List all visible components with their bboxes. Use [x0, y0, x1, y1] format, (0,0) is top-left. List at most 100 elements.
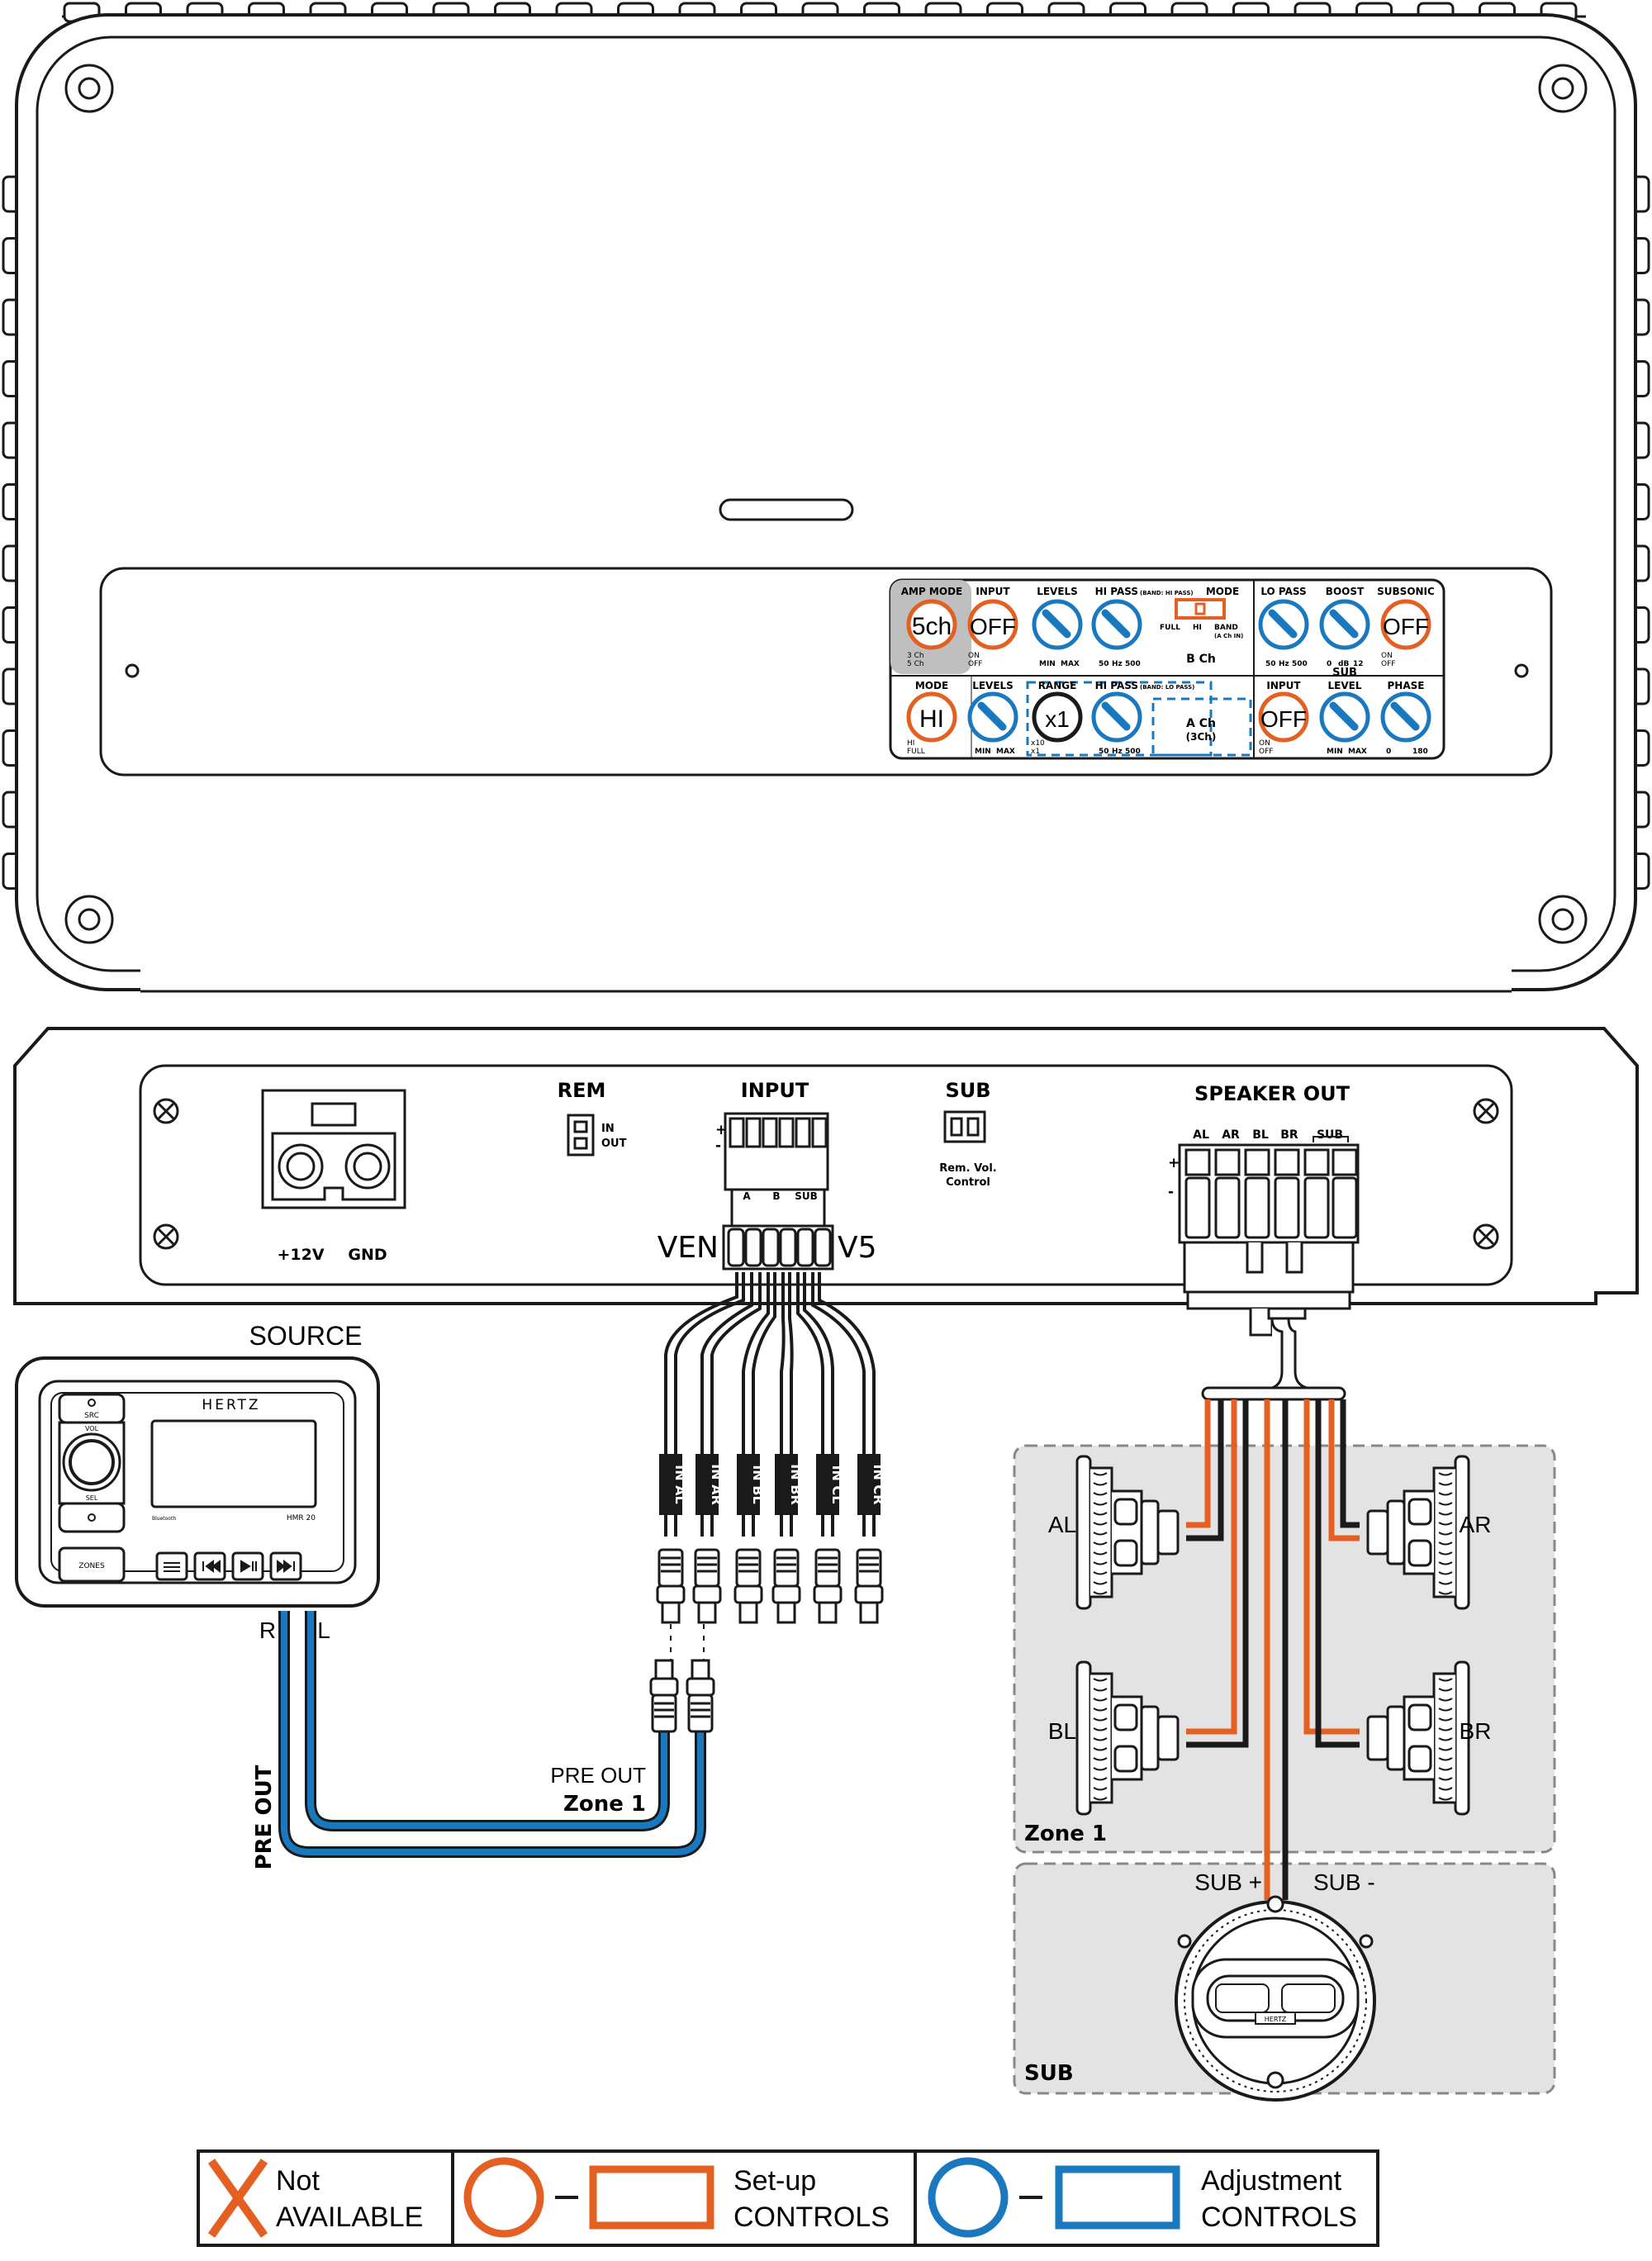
setup-circle-icon: [463, 2157, 544, 2238]
range-label: RANGE: [1038, 680, 1077, 691]
mode-opt-band: BAND: [1214, 624, 1238, 632]
zone1-speaker-br: BR: [1460, 1718, 1492, 1744]
subwoofer: HERTZ: [1175, 1895, 1376, 2102]
hi-pass2-note: (BAND: LO PASS): [1140, 684, 1194, 691]
rca-plug: [854, 1548, 884, 1624]
range-value: x1: [1045, 706, 1070, 732]
levels2-knob[interactable]: [967, 691, 1018, 743]
rca-plug: [813, 1548, 843, 1624]
levels2-max: MAX: [996, 748, 1015, 756]
sub-input-opt-off: OFF: [1259, 748, 1273, 756]
legend-available: AVAILABLE: [276, 2202, 423, 2233]
zone1-title: Zone 1: [1024, 1822, 1107, 1846]
hi-pass-scale-max: 500: [1125, 660, 1141, 668]
input-title: INPUT: [741, 1079, 809, 1102]
phase-label: PHASE: [1388, 680, 1425, 691]
rem-connector[interactable]: [567, 1114, 595, 1157]
amp-mode-knob[interactable]: 5ch: [906, 599, 957, 650]
setup-rect-icon: [589, 2165, 714, 2230]
legend-adjust-controls: CONTROLS: [1201, 2202, 1357, 2233]
sub-rem-connector[interactable]: [943, 1110, 986, 1143]
input-opt-off: OFF: [968, 660, 982, 668]
hi-pass-scale-unit: Hz: [1112, 660, 1123, 668]
level-knob[interactable]: [1319, 691, 1370, 743]
sub-caption-1: Rem. Vol.: [939, 1162, 997, 1175]
harness-label: IN CL: [829, 1465, 845, 1504]
sel-label: SEL: [86, 1494, 98, 1502]
subsonic-value: OFF: [1383, 614, 1429, 639]
pre-out-zone-line1: PRE OUT: [550, 1763, 646, 1788]
hi-pass-note: (BAND: HI PASS): [1140, 590, 1194, 596]
adjust-rect-icon: [1055, 2165, 1180, 2230]
bluetooth-label: Bluetooth: [152, 1516, 176, 1522]
mode-opt-hi: HI: [1193, 624, 1202, 632]
sub-section-label: SUB: [1332, 667, 1357, 679]
next-icon: [277, 1560, 295, 1573]
prev-button[interactable]: [193, 1551, 226, 1581]
lo-pass-scale-min: 50: [1265, 660, 1276, 668]
side-screws: [153, 1098, 1499, 1250]
harness-tag: [659, 1454, 682, 1515]
menu-button[interactable]: [155, 1551, 188, 1581]
play-pause-button[interactable]: [231, 1551, 264, 1581]
speaker: [1075, 1660, 1180, 1816]
next-button[interactable]: [269, 1551, 302, 1581]
harness-tag: [857, 1454, 881, 1515]
sub-input-value: OFF: [1260, 706, 1307, 732]
power-terminal[interactable]: [261, 1089, 406, 1209]
hi-pass-scale-min: 50: [1099, 660, 1109, 668]
speaker-out-connector[interactable]: [1178, 1143, 1360, 1310]
levels-min: MIN: [1039, 660, 1056, 668]
lo-pass-knob[interactable]: [1258, 599, 1309, 650]
source-title: SOURCE: [249, 1321, 363, 1351]
range-knob[interactable]: x1: [1032, 691, 1083, 743]
src-button[interactable]: SRC: [58, 1393, 126, 1424]
screw-holes: [64, 64, 1588, 944]
range-opt-x10: x10: [1031, 739, 1045, 748]
harness-label: IN CR: [871, 1465, 886, 1505]
harness-tag: [775, 1454, 798, 1515]
mode2-knob[interactable]: HI: [906, 691, 957, 743]
source-r-label: R: [259, 1617, 276, 1643]
amp-mode-value: 5ch: [912, 613, 952, 640]
rca-plug: [733, 1548, 763, 1624]
mode-switch[interactable]: [1175, 598, 1226, 620]
adjust-circle-icon: [928, 2157, 1009, 2238]
hi-pass2-knob[interactable]: [1091, 691, 1142, 743]
levels2-label: LEVELS: [972, 680, 1014, 691]
subsonic-opt-on: ON: [1381, 652, 1393, 660]
power-plus-label: +12V: [277, 1246, 324, 1264]
control-panel: AMP MODE INPUT LEVELS HI PASS (BAND: HI …: [889, 578, 1446, 760]
vol-label: VOL: [85, 1425, 99, 1432]
boost-knob[interactable]: [1319, 599, 1370, 650]
legend: Not AVAILABLE Set-up CONTROLS Adjustment…: [197, 2149, 1379, 2247]
phase-knob[interactable]: [1380, 691, 1431, 743]
input-knob[interactable]: OFF: [967, 599, 1018, 650]
spk-ch-br: BR: [1280, 1128, 1298, 1142]
boost-label: BOOST: [1326, 586, 1365, 597]
pre-out-rca-plugs: [649, 1659, 715, 1733]
speaker-wires: [1186, 1399, 1360, 1900]
range-opt-x1: x1: [1031, 748, 1040, 756]
hi-pass-label: HI PASS: [1095, 586, 1138, 597]
spk-ch-bl: BL: [1252, 1128, 1269, 1142]
levels-knob[interactable]: [1032, 599, 1083, 650]
zones-label: ZONES: [78, 1562, 105, 1570]
zones-button[interactable]: ZONES: [58, 1546, 126, 1583]
subsonic-knob[interactable]: OFF: [1380, 599, 1431, 650]
mode2-label: MODE: [915, 680, 948, 691]
mode2-opt-full: FULL: [907, 748, 925, 756]
volume-knob[interactable]: VOL SEL: [58, 1421, 126, 1505]
hi-pass-knob[interactable]: [1091, 599, 1142, 650]
speaker-harness: [1201, 1307, 1346, 1401]
rem-title: REM: [558, 1079, 606, 1102]
brightness-button[interactable]: [58, 1502, 126, 1533]
zone1-speaker-al: AL: [1048, 1512, 1076, 1537]
levels-max: MAX: [1061, 660, 1080, 668]
sub-input-knob[interactable]: OFF: [1258, 691, 1309, 743]
mode-note: (A Ch IN): [1214, 633, 1243, 639]
mode-opt-full: FULL: [1160, 624, 1180, 632]
sub-brand: HERTZ: [1265, 2016, 1287, 2023]
b-ch-label: B Ch: [1186, 653, 1216, 666]
input-connector[interactable]: [722, 1112, 834, 1271]
